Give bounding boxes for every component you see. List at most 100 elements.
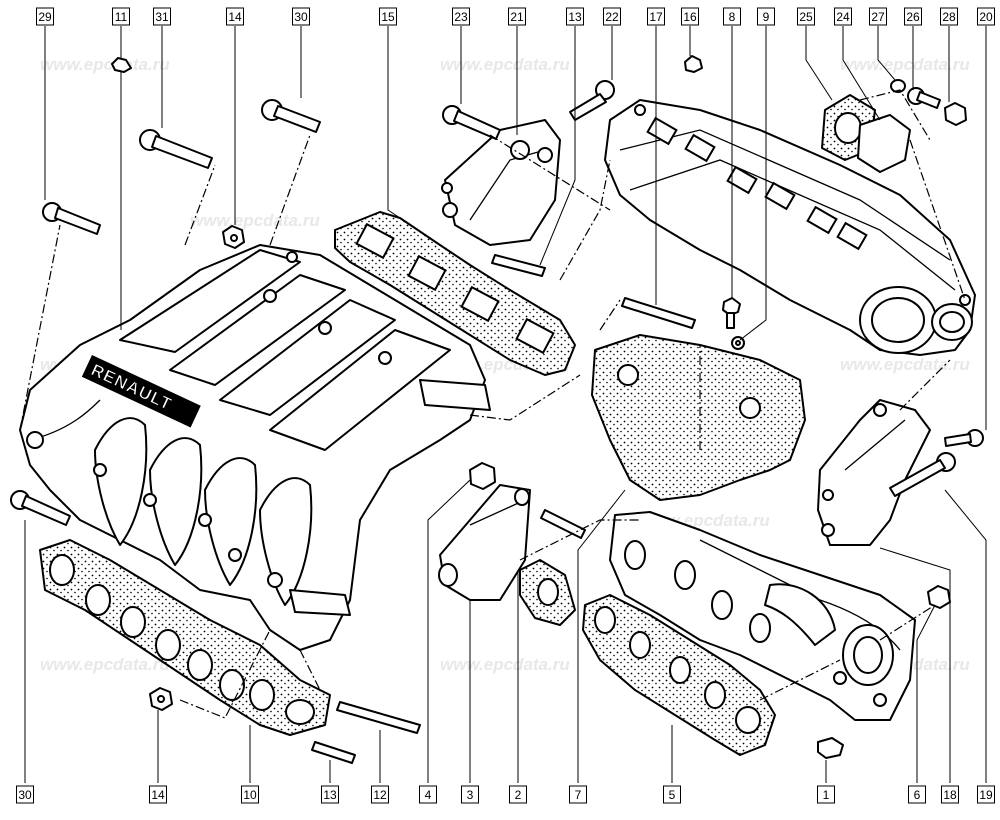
callout-number: 13 [568, 10, 582, 24]
clip-16 [684, 55, 703, 73]
bolt-31 [139, 129, 213, 169]
callout-25: 25 [797, 7, 815, 26]
bolt-29 [42, 202, 101, 235]
callout-9: 9 [757, 7, 775, 26]
callouts-top: 29 11 31 14 30 15 23 21 13 22 17 16 8 9 25 24 27 26 28 20 [36, 7, 995, 26]
callout-number: 4 [425, 788, 432, 802]
nut-28 [944, 102, 967, 126]
callout-number: 18 [943, 788, 957, 802]
callout-4: 4 [419, 785, 437, 804]
callout-5: 5 [663, 785, 681, 804]
callout-number: 26 [906, 10, 920, 24]
callout-number: 28 [942, 10, 956, 24]
callout-number: 6 [914, 788, 921, 802]
callout-29: 29 [36, 7, 54, 26]
callout-30: 30 [292, 7, 310, 26]
callout-11: 11 [112, 7, 130, 26]
callout-31: 31 [153, 7, 171, 26]
watermark-text: www.epcdata.ru [840, 355, 970, 374]
gasket-2 [519, 559, 576, 626]
watermark-text: www.epcdata.ru [840, 55, 970, 74]
callout-number: 8 [729, 10, 736, 24]
callout-22: 22 [603, 7, 621, 26]
bolt-8 [722, 297, 741, 329]
gasket-10 [39, 539, 331, 736]
fasteners [10, 55, 984, 764]
callout-21: 21 [508, 7, 526, 26]
watermark-text: www.epcdata.ru [440, 655, 570, 674]
exhaust-manifold-1 [609, 511, 916, 721]
callout-number: 20 [979, 10, 993, 24]
callout-number: 29 [38, 10, 52, 24]
callout-number: 17 [649, 10, 663, 24]
plug-1 [817, 737, 844, 759]
callout-26: 26 [904, 7, 922, 26]
callout-24: 24 [834, 7, 852, 26]
bolt-22 [569, 80, 615, 121]
callout-number: 19 [979, 788, 993, 802]
callout-number: 3 [467, 788, 474, 802]
callout-number: 10 [243, 788, 257, 802]
intake-manifold: RENAULT [19, 244, 491, 651]
callout-number: 31 [155, 10, 169, 24]
callout-30: 30 [16, 785, 34, 804]
callout-number: 9 [763, 10, 770, 24]
callout-13: 13 [566, 7, 584, 26]
callout-8: 8 [723, 7, 741, 26]
callout-20: 20 [977, 7, 995, 26]
washer-9 [731, 336, 745, 350]
callout-number: 13 [323, 788, 337, 802]
callout-14: 14 [149, 785, 167, 804]
callout-number: 22 [605, 10, 619, 24]
callout-14: 14 [226, 7, 244, 26]
watermark-text: www.epcdata.ru [40, 655, 170, 674]
flange-gaskets-24-25 [821, 94, 911, 173]
nut-4 [469, 462, 496, 490]
bolt-30-top [261, 99, 321, 133]
bolt-23 [442, 105, 501, 140]
watermark-text: www.epcdata.ru [440, 55, 570, 74]
callout-number: 24 [836, 10, 850, 24]
stud-17 [621, 297, 696, 329]
callout-number: 14 [228, 10, 242, 24]
gasket-15 [334, 211, 576, 376]
callout-6: 6 [908, 785, 926, 804]
upper-manifold-16 [604, 99, 976, 356]
clip-11 [111, 57, 132, 73]
callout-23: 23 [452, 7, 470, 26]
callout-number: 16 [683, 10, 697, 24]
nut-14-bottom [149, 687, 173, 711]
callout-number: 15 [381, 10, 395, 24]
callout-10: 10 [241, 785, 259, 804]
callout-3: 3 [461, 785, 479, 804]
callout-2: 2 [509, 785, 527, 804]
watermark-text: www.epcdata.ru [190, 211, 320, 230]
callout-27: 27 [869, 7, 887, 26]
heat-shield-7 [591, 334, 806, 501]
callout-18: 18 [941, 785, 959, 804]
callout-number: 5 [669, 788, 676, 802]
callout-13: 13 [321, 785, 339, 804]
callout-number: 14 [151, 788, 165, 802]
callout-number: 11 [115, 10, 128, 24]
leader-lines [19, 26, 987, 783]
callout-16: 16 [681, 7, 699, 26]
exhaust-gasket-5 [582, 594, 776, 756]
callout-7: 7 [569, 785, 587, 804]
callout-17: 17 [647, 7, 665, 26]
callout-12: 12 [371, 785, 389, 804]
bracket-3 [438, 484, 531, 601]
bolt-19 [889, 452, 956, 497]
watermark-text: www.epcdata.ru [40, 55, 170, 74]
stud-13-bottom [311, 741, 356, 764]
nut-6 [927, 585, 951, 609]
stud-13-top [491, 254, 546, 277]
stud-2 [540, 509, 586, 539]
bracket-18 [817, 399, 931, 546]
stud-12 [336, 701, 421, 734]
callout-number: 23 [454, 10, 468, 24]
callout-number: 25 [799, 10, 813, 24]
bolt-26 [907, 87, 941, 109]
